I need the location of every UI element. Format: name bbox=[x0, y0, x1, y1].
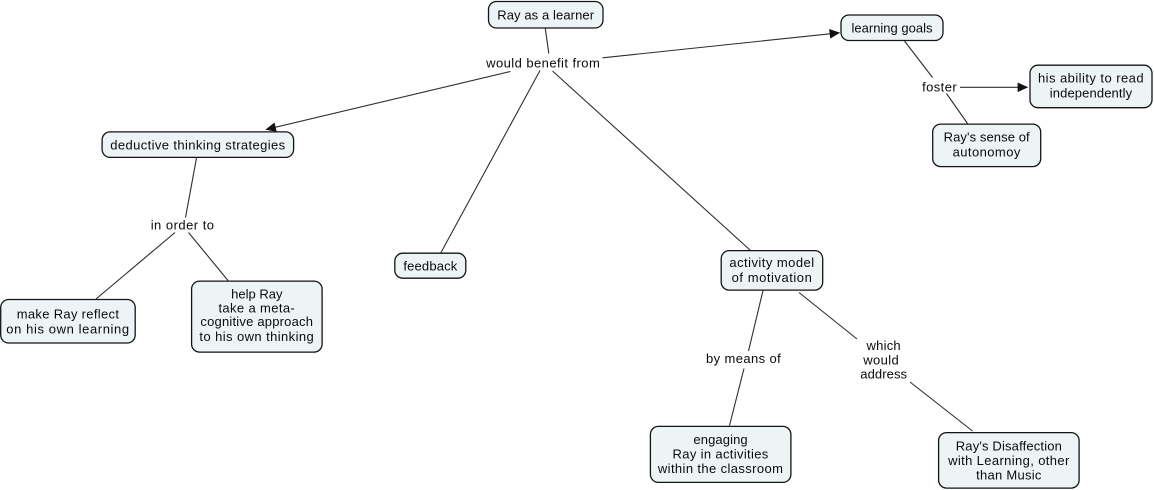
svg-text:deductive thinking strategies: deductive thinking strategies bbox=[110, 137, 285, 152]
svg-text:Ray in activities: Ray in activities bbox=[673, 447, 769, 462]
svg-text:learning goals: learning goals bbox=[852, 20, 933, 35]
svg-text:independently: independently bbox=[1050, 86, 1133, 101]
svg-text:make Ray reflect: make Ray reflect bbox=[17, 307, 120, 322]
svg-text:would: would bbox=[862, 352, 899, 367]
svg-text:to his own thinking: to his own thinking bbox=[199, 329, 314, 344]
svg-text:of motivation: of motivation bbox=[732, 270, 813, 285]
svg-text:Ray as a learner: Ray as a learner bbox=[497, 7, 595, 22]
svg-text:cognitive approach: cognitive approach bbox=[200, 314, 313, 329]
svg-text:Ray's Disaffection: Ray's Disaffection bbox=[956, 438, 1062, 453]
svg-text:activity model: activity model bbox=[729, 255, 814, 270]
svg-text:on his own learning: on his own learning bbox=[6, 322, 129, 337]
svg-text:in order to: in order to bbox=[151, 218, 215, 233]
svg-text:within the classroom: within the classroom bbox=[657, 461, 783, 476]
svg-text:help Ray: help Ray bbox=[231, 286, 283, 301]
svg-text:autonomoy: autonomoy bbox=[953, 145, 1021, 160]
svg-text:foster: foster bbox=[922, 80, 957, 95]
svg-text:feedback: feedback bbox=[403, 258, 457, 273]
svg-text:address: address bbox=[860, 367, 907, 382]
svg-text:with Learning, other: with Learning, other bbox=[947, 453, 1070, 468]
svg-text:would benefit from: would benefit from bbox=[485, 55, 600, 70]
svg-text:take a meta-: take a meta- bbox=[218, 300, 295, 315]
svg-text:Ray's sense of: Ray's sense of bbox=[944, 130, 1030, 145]
svg-text:than Music: than Music bbox=[976, 468, 1042, 483]
svg-text:which: which bbox=[865, 338, 900, 353]
svg-text:his ability to read: his ability to read bbox=[1038, 71, 1144, 86]
svg-text:engaging: engaging bbox=[693, 432, 747, 447]
svg-text:by means of: by means of bbox=[706, 351, 781, 366]
